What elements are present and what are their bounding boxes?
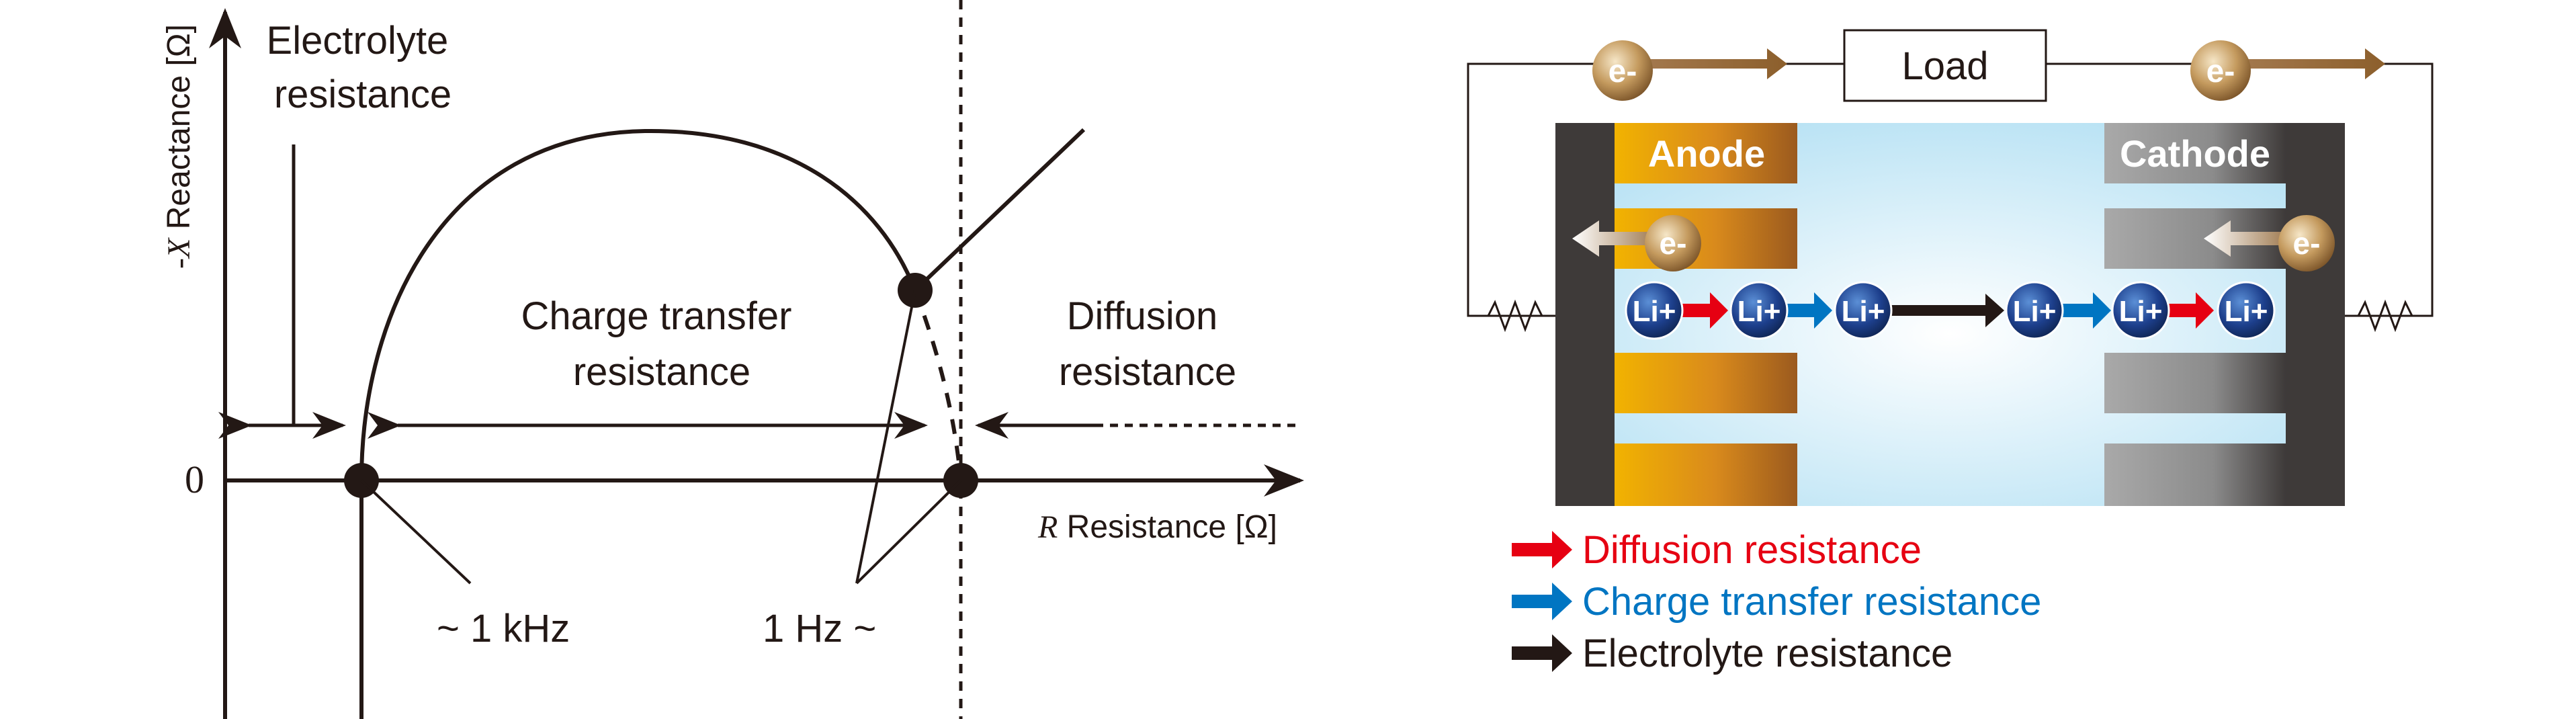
legend-electrolyte-arrow [1512,634,1572,672]
top-left-electron-arrow [1626,48,1787,79]
electron-icon [2278,215,2335,271]
y-axis-text: Reactance [Ω] [161,24,197,239]
legend-item-electrolyte: Electrolyte resistance [1512,632,1952,675]
load-box [1843,29,2047,102]
charge-transfer-label-line2: resistance [573,350,750,394]
ion-label: Li+ [1842,295,1885,328]
lithium-ion: Li+ [2005,281,2064,340]
anode-strip [1615,353,1797,413]
nyquist-plot: -X Reactance [Ω] 0 Electrolyte resistanc… [161,0,1304,719]
electron-icon [1592,40,1653,101]
legend-diffusion-label: Diffusion resistance [1582,528,1922,572]
anode-electron-arrow [1572,220,1673,257]
lithium-ion: Li+ [1625,281,1684,340]
diffusion-tail-line [913,128,1086,292]
x-axis-text: Resistance [Ω] [1058,509,1277,545]
lithium-ion: Li+ [1834,281,1893,340]
y-axis-symbol: -X [161,237,197,269]
charge-transfer-label-line1: Charge transfer [521,294,791,338]
electron-label: e- [1608,54,1637,89]
electrolyte-label-line2: resistance [274,73,452,116]
cathode-label: Cathode [2120,132,2270,175]
left-resistor-icon [1468,299,1555,333]
top-right-electron: e- [2190,40,2385,101]
cathode-electron-arrow [2204,220,2305,257]
diffusion-label: Diffusion resistance [1059,294,1236,394]
ion-label: Li+ [2225,295,2268,328]
freq-high-pointer [360,479,472,585]
charge-transfer-label: Charge transfer resistance [521,294,802,394]
freq-low-pointer-2 [855,479,962,585]
electron-label: e- [2293,226,2321,261]
cell-diagram: Load e- e- Anode Cathode [1467,29,2434,675]
electron-icon [2190,40,2251,101]
x-axis-symbol: R [1037,509,1058,545]
diffusion-arrow [2169,292,2214,329]
ion-transport-arrows [1680,292,2214,329]
anode-strip [1615,123,1797,183]
anode-label: Anode [1648,132,1765,175]
right-resistor-icon [2345,299,2432,333]
x-axis-label: R Resistance [Ω] [1037,509,1277,545]
legend-charge-transfer-label: Charge transfer resistance [1582,580,2041,624]
legend-electrolyte-label: Electrolyte resistance [1582,632,1952,675]
load-label: Load [1901,44,1988,88]
lithium-ion: Li+ [1729,281,1789,340]
cathode-strip [2104,123,2286,183]
freq-high-label: ~ 1 kHz [437,607,570,650]
electron-label: e- [1660,226,1687,261]
ion-label: Li+ [2013,295,2057,328]
electrolyte-label-line1: Electrolyte [267,19,449,62]
anode-strip [1615,443,1797,506]
legend-item-charge-transfer: Charge transfer resistance [1512,580,2041,624]
freq-low-pointer-1 [855,290,916,584]
diffusion-label-line2: resistance [1059,350,1236,394]
freq-low-label: 1 Hz ~ [763,607,876,650]
ion-label: Li+ [1633,295,1676,328]
cathode-current-collector [2286,123,2345,506]
cathode-strip [2104,353,2286,413]
charge-transfer-arrow [2063,292,2111,329]
y-axis-label: -X Reactance [Ω] [161,24,197,269]
ion-label: Li+ [1737,295,1781,328]
lithium-ions: Li+ Li+ Li+ Li+ Li+ Li+ [1625,281,2276,340]
legend-charge-transfer-arrow [1512,583,1572,620]
legend-diffusion-arrow [1512,531,1572,568]
semicircle-dashed-continuation [913,289,963,481]
cathode-electron: e- [2204,215,2335,271]
top-left-electron: e- [1592,40,1787,101]
lithium-ion: Li+ [2217,281,2276,340]
electrolyte-arrow [1891,294,2004,327]
legend-item-diffusion: Diffusion resistance [1512,528,1922,572]
anode-electron: e- [1572,215,1701,271]
legend: Diffusion resistance Charge transfer res… [1512,528,2041,675]
ion-label: Li+ [2119,295,2163,328]
diffusion-label-line1: Diffusion [1067,294,1218,338]
semicircle-arc [359,128,917,481]
electron-icon [1645,215,1701,271]
electron-label: e- [2206,54,2235,89]
lithium-ion: Li+ [2111,281,2170,340]
charge-transfer-arrow [1787,292,1832,329]
top-right-electron-arrow [2224,48,2385,79]
anode-current-collector [1555,123,1615,506]
electrolyte-label: Electrolyte resistance [267,19,460,116]
diffusion-arrow [1680,292,1728,329]
cathode-strip [2104,443,2286,506]
origin-label: 0 [185,458,204,501]
